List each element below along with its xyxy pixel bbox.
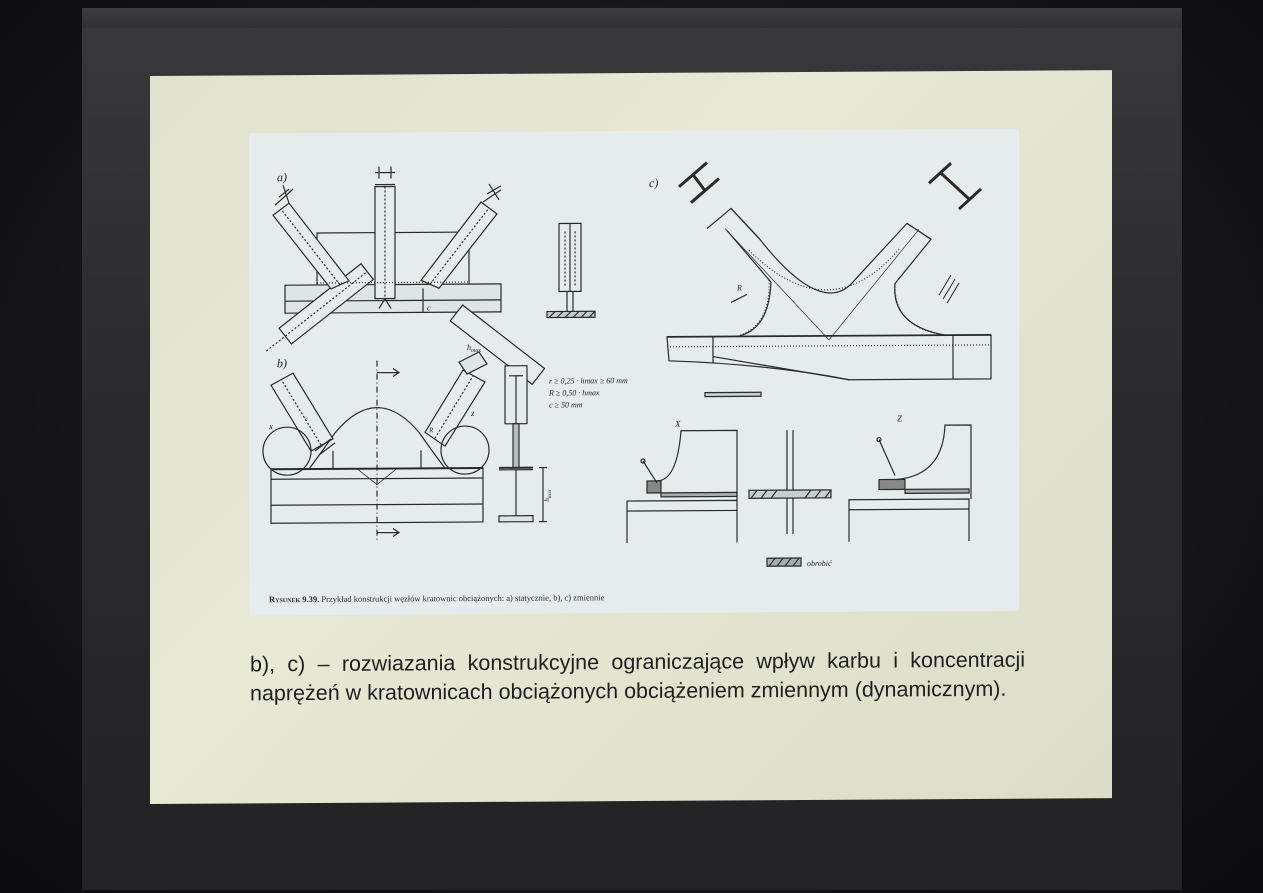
slide-body-text: b), c) – rozwiazania konstrukcyjne ogran… bbox=[250, 647, 1025, 706]
legend-label: obrobić bbox=[807, 559, 832, 568]
panel-c-right-ibeam-icon bbox=[927, 162, 983, 211]
panel-b-right-diagonal bbox=[424, 351, 488, 448]
panel-b-section-view: hmax bbox=[498, 365, 553, 523]
dim-hmax-label-section: hmax bbox=[543, 489, 553, 502]
formula-R: R ≥ 0,50 · hmax bbox=[548, 388, 600, 397]
detail-circle-z bbox=[440, 425, 490, 475]
panel-c-gusset bbox=[666, 207, 992, 381]
panel-a-vertical bbox=[374, 166, 396, 309]
detail-label-x: X bbox=[674, 419, 681, 429]
panel-a-section-view bbox=[546, 222, 596, 319]
panel-a-right-end-section bbox=[482, 183, 502, 203]
panel-c-side-section bbox=[938, 274, 960, 304]
detail-label-z: Z bbox=[897, 413, 903, 423]
panel-c-flat-section bbox=[704, 391, 762, 398]
panel-a-right-diagonal bbox=[449, 304, 546, 386]
panel-a-left-diagonal bbox=[265, 262, 375, 352]
panel-label-b: b) bbox=[277, 356, 287, 370]
dim-r-label: r bbox=[305, 415, 308, 423]
dim-hmax-label-b: hmax bbox=[467, 343, 481, 354]
caption-text: Przykład konstrukcji węzłów kratownic ob… bbox=[319, 592, 605, 604]
panel-b-curved-gusset bbox=[308, 407, 446, 470]
truss-joint-figure: a) bbox=[249, 128, 1019, 616]
detail-x-drawing bbox=[626, 429, 738, 544]
detail-circle-x bbox=[262, 426, 312, 476]
legend-hatch bbox=[766, 557, 802, 567]
formula-c: c ≥ 50 mm bbox=[549, 400, 583, 409]
detail-label-x-small: x bbox=[268, 421, 273, 431]
dim-R-label: R bbox=[428, 426, 434, 434]
dim-c-label-a: c bbox=[427, 303, 431, 312]
detail-label-z-small: z bbox=[470, 408, 475, 418]
detail-z-drawing bbox=[848, 424, 972, 542]
dim-R-label-c: R bbox=[736, 283, 742, 292]
panel-b-left-diagonal bbox=[270, 372, 336, 456]
formula-r: r ≥ 0,25 · hmax ≥ 60 mm bbox=[549, 376, 628, 385]
detail-middle-drawing bbox=[748, 430, 832, 535]
panel-c-left-ibeam-icon bbox=[678, 161, 720, 204]
panel-a-left-end-section bbox=[274, 184, 294, 206]
panel-label-c: c) bbox=[649, 176, 658, 190]
presentation-slide: a) bbox=[150, 70, 1112, 804]
caption-prefix: Rysunek 9.39. bbox=[269, 593, 320, 605]
panel-label-a: a) bbox=[277, 170, 287, 184]
truss-joint-drawing: a) bbox=[262, 161, 992, 568]
